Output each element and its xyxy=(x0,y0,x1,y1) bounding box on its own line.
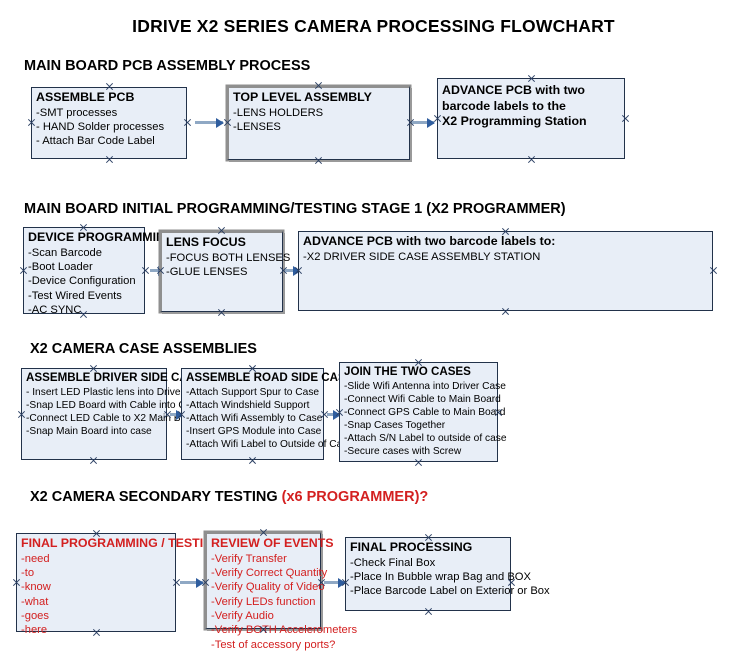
node-title: LENS FOCUS xyxy=(166,235,246,249)
node-line: -AC SYNC xyxy=(28,303,82,316)
node-line: - Insert LED Plastic lens into Driver Ca… xyxy=(26,386,211,398)
node-advance-pcb-station[interactable]: ADVANCE PCB with two barcode labels to t… xyxy=(437,78,625,159)
node-line: -Verify Audio xyxy=(211,609,274,622)
node-line: -Verify Quality of Video xyxy=(211,581,325,594)
node-line: -Insert GPS Module into Case xyxy=(186,425,322,437)
node-title: DEVICE PROGRAMMING xyxy=(28,230,175,244)
node-title: ADVANCE PCB with two xyxy=(442,83,585,97)
node-line: -FOCUS BOTH LENSES xyxy=(166,251,291,264)
node-title: ASSEMBLE DRIVER SIDE CASE xyxy=(26,371,204,384)
node-title: TOP LEVEL ASSEMBLY xyxy=(233,90,372,104)
node-line: -GLUE LENSES xyxy=(166,265,248,278)
node-line: -LENSES xyxy=(233,120,281,133)
node-line: -Verify BOTH Accelerometers xyxy=(211,624,358,637)
node-line: -Device Configuration xyxy=(28,275,136,288)
arrow-pcb-to-top-level xyxy=(195,117,224,128)
section-heading-1: MAIN BOARD PCB ASSEMBLY PROCESS xyxy=(24,58,310,74)
node-line: -Attach S/N Label to outside of case xyxy=(344,432,507,444)
node-device-programming[interactable]: DEVICE PROGRAMMING -Scan Barcode -Boot L… xyxy=(23,227,175,316)
node-line: -Attach Wifi Assembly to Case xyxy=(186,412,323,424)
node-line: barcode labels to the xyxy=(442,98,566,113)
section-heading-4-accent: (x6 PROGRAMMER)? xyxy=(281,489,429,505)
node-title: REVIEW OF EVENTS xyxy=(211,536,334,550)
page-title: IDRIVE X2 SERIES CAMERA PROCESSING FLOWC… xyxy=(132,16,615,36)
node-overflow-line: -Test of accessory ports? xyxy=(211,638,336,651)
node-line: -Place Barcode Label on Exterior or Box xyxy=(350,585,550,598)
node-assemble-road-side-case[interactable]: ASSEMBLE ROAD SIDE CASE -Attach Support … xyxy=(181,368,354,460)
node-lens-focus[interactable]: LENS FOCUS -FOCUS BOTH LENSES -GLUE LENS… xyxy=(160,231,291,312)
node-line: -Place In Bubble wrap Bag and BOX xyxy=(350,570,531,583)
node-line: -to xyxy=(21,566,35,579)
arrow-driver-case-to-road-case xyxy=(170,409,184,420)
node-title: FINAL PROCESSING xyxy=(350,540,473,554)
node-final-processing[interactable]: FINAL PROCESSING -Check Final Box -Place… xyxy=(345,537,550,611)
node-title: ASSEMBLE ROAD SIDE CASE xyxy=(186,371,354,384)
node-top-level-assembly[interactable]: TOP LEVEL ASSEMBLY -LENS HOLDERS -LENSES xyxy=(227,86,410,160)
node-line: -Attach Windshield Support xyxy=(186,399,310,411)
arrow-lens-focus-to-advance xyxy=(285,265,301,276)
node-line: -need xyxy=(21,552,50,565)
node-line: -know xyxy=(21,581,51,594)
section-heading-3-text: X2 CAMERA CASE ASSEMBLIES xyxy=(30,341,257,357)
section-heading-3: X2 CAMERA CASE ASSEMBLIES xyxy=(30,341,257,357)
node-line: -Connect LED Cable to X2 Main Board xyxy=(26,412,201,424)
arrow-final-prog-to-review xyxy=(180,577,204,588)
node-title: ADVANCE PCB with two barcode labels to: xyxy=(303,234,556,248)
node-line: -Attach Wifi Label to Outside of Case xyxy=(186,438,354,450)
section-heading-1-text: MAIN BOARD PCB ASSEMBLY PROCESS xyxy=(24,58,311,74)
node-line: -Verify Correct Quantity xyxy=(211,566,328,579)
node-advance-pcb-driver-side[interactable]: ADVANCE PCB with two barcode labels to: … xyxy=(298,231,713,311)
node-line: -Boot Loader xyxy=(28,260,93,273)
node-line: -SMT processes xyxy=(36,106,118,119)
node-title: ASSEMBLE PCB xyxy=(36,90,135,104)
node-line: -LENS HOLDERS xyxy=(233,106,324,119)
node-line: - HAND Solder processes xyxy=(36,120,165,133)
node-assemble-pcb[interactable]: ASSEMBLE PCB -SMT processes - HAND Solde… xyxy=(31,87,187,159)
node-title: JOIN THE TWO CASES xyxy=(344,365,471,378)
node-review-of-events[interactable]: REVIEW OF EVENTS -Verify Transfer -Verif… xyxy=(205,532,357,651)
arrow-road-case-to-join xyxy=(327,409,341,420)
node-line: -Test Wired Events xyxy=(28,289,122,302)
node-line: -Connect Wifi Cable to Main Board xyxy=(344,393,501,405)
section-heading-2: MAIN BOARD INITIAL PROGRAMMING/TESTING S… xyxy=(24,201,566,217)
node-line: - Attach Bar Code Label xyxy=(36,135,155,148)
node-line: -Snap Main Board into case xyxy=(26,425,152,437)
node-final-programming-testing[interactable]: FINAL PROGRAMMING / TESTING -need -to -k… xyxy=(16,533,222,636)
section-heading-2-text: MAIN BOARD INITIAL PROGRAMMING/TESTING S… xyxy=(24,201,566,217)
section-heading-4-text: X2 CAMERA SECONDARY TESTING xyxy=(30,489,282,505)
section-heading-4: X2 CAMERA SECONDARY TESTING (x6 PROGRAMM… xyxy=(30,489,428,505)
node-line: -Slide Wifi Antenna into Driver Case xyxy=(344,380,506,392)
node-line: -here xyxy=(21,624,48,637)
node-line: -Verify LEDs function xyxy=(211,595,316,608)
arrow-top-level-to-advance xyxy=(412,117,435,128)
node-title: FINAL PROGRAMMING / TESTING xyxy=(21,536,222,550)
node-line: -Snap LED Board with Cable into Case xyxy=(26,399,203,411)
node-line: -Connect GPS Cable to Main Board xyxy=(344,406,506,418)
node-line: -Check Final Box xyxy=(350,556,436,569)
node-join-the-two-cases[interactable]: JOIN THE TWO CASES -Slide Wifi Antenna i… xyxy=(339,362,507,462)
node-line: -Scan Barcode xyxy=(28,246,103,259)
node-line: -goes xyxy=(21,609,49,622)
node-line: -X2 DRIVER SIDE CASE ASSEMBLY STATION xyxy=(303,250,541,263)
node-line: -Snap Cases Together xyxy=(344,419,446,431)
node-line: X2 Programming Station xyxy=(442,114,587,129)
node-line: -what xyxy=(21,595,49,608)
node-line: -Verify Transfer xyxy=(211,552,287,565)
node-assemble-driver-side-case[interactable]: ASSEMBLE DRIVER SIDE CASE - Insert LED P… xyxy=(21,368,211,460)
node-line: -Attach Support Spur to Case xyxy=(186,386,320,398)
node-line: -Secure cases with Screw xyxy=(344,445,462,457)
arrow-review-to-final-processing xyxy=(324,577,346,588)
